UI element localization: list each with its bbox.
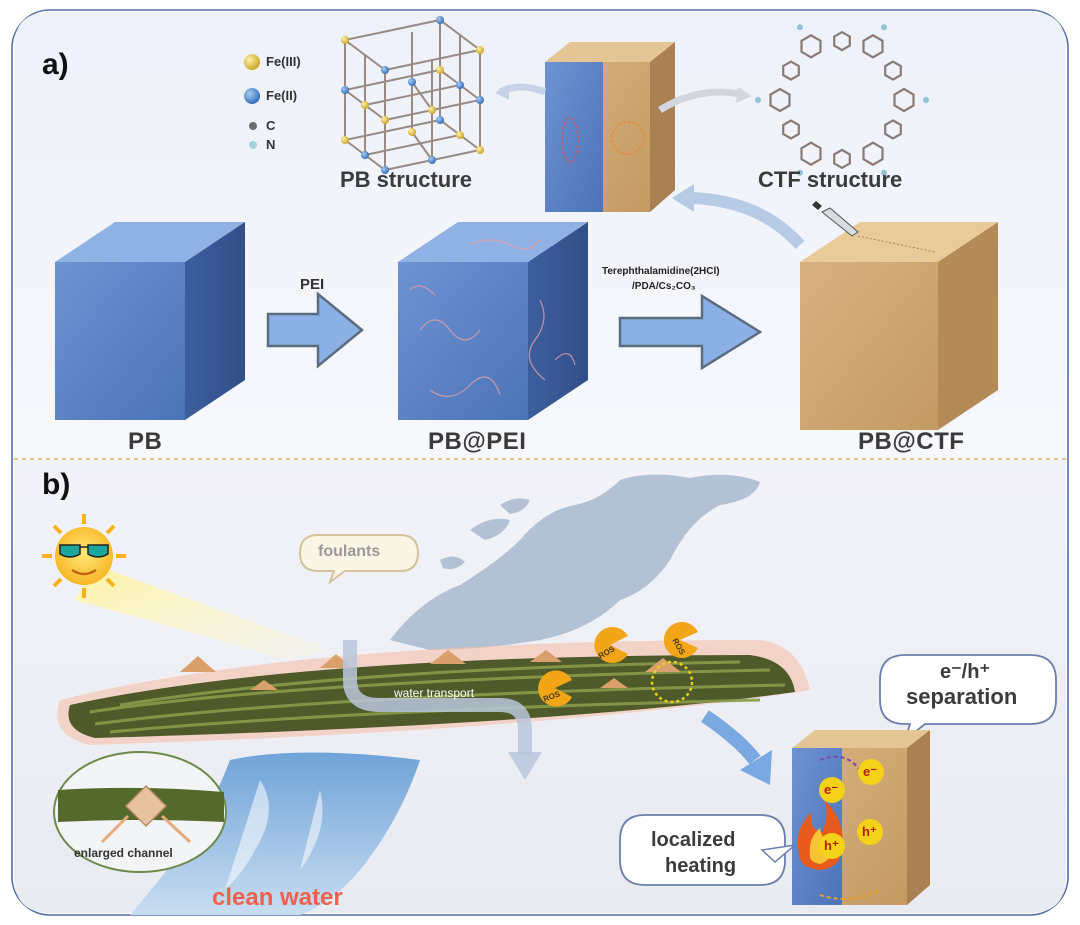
benzene-ring <box>884 60 902 81</box>
pb-ctf-cube <box>800 222 998 430</box>
foulants-label: foulants <box>318 543 381 560</box>
hole-label: h⁺ <box>824 838 839 853</box>
panel-b-label: b) <box>42 468 71 501</box>
triazine-ring <box>862 34 884 59</box>
legend-fe3-label: Fe(III) <box>266 54 301 69</box>
pb-pei-label: PB@PEI <box>428 428 527 455</box>
triazine-ring <box>862 141 884 166</box>
pb-label: PB <box>128 428 163 455</box>
waterfall <box>130 752 420 915</box>
panel-a-label: a) <box>42 48 69 81</box>
carbon-ball-icon <box>249 122 257 130</box>
triazine-ring <box>769 87 791 113</box>
ros-icon <box>594 626 628 663</box>
clean-water-label: clean water <box>212 884 343 911</box>
legend-n-label: N <box>266 137 276 152</box>
separation-label-line1: e⁻/h⁺ <box>940 661 991 683</box>
sun-with-sunglasses-icon <box>42 514 126 598</box>
pei-arrow-label: PEI <box>300 276 325 293</box>
electron-label: e⁻ <box>824 782 839 797</box>
triazine-ring <box>800 34 822 59</box>
ros-icon <box>663 622 698 658</box>
pb-structure-label: PB structure <box>340 167 473 192</box>
pb-ctf-label: PB@CTF <box>858 428 965 455</box>
benzene-ring <box>833 30 851 52</box>
nitrogen-atom <box>797 169 803 176</box>
synthesis-reagents-line2: /PDA/Cs₂CO₃ <box>632 281 696 292</box>
benzene-ring <box>833 148 851 170</box>
legend-fe2-label: Fe(II) <box>266 88 298 103</box>
foulants-bubble <box>298 534 420 585</box>
hole-icon <box>857 819 883 845</box>
ros-icons <box>538 622 698 707</box>
triazine-ring <box>893 87 915 113</box>
legend-swatches <box>244 54 260 149</box>
water-transport-label: water transport <box>394 686 475 700</box>
ctf-structure-label: CTF structure <box>758 167 903 192</box>
ctf-network-structure <box>755 24 929 176</box>
figure-frame <box>11 9 1069 916</box>
heating-label-line2: heating <box>665 855 737 877</box>
pb-lattice-nodes <box>341 16 484 174</box>
knife-icon <box>812 201 859 237</box>
foulant-splash <box>390 474 760 650</box>
synthesis-reagents-line1: Terephthalamidine(2HCl) <box>602 266 720 277</box>
benzene-ring <box>884 119 902 140</box>
separation-label-line2: separation <box>906 684 1018 709</box>
pb-pei-cube <box>398 222 588 420</box>
electron-icon <box>858 759 884 785</box>
hole-icon <box>819 833 845 859</box>
nitrogen-atom <box>881 169 887 176</box>
fe2-ball-icon <box>244 88 260 104</box>
nitrogen-atom <box>923 97 929 103</box>
enlarged-channel-label: enlarged channel <box>74 846 173 860</box>
ros-icon <box>538 670 572 707</box>
arrow-to-ctf-structure <box>658 88 746 113</box>
electron-label: e⁻ <box>863 764 878 779</box>
triazine-ring <box>800 141 822 166</box>
active-site-highlight <box>650 660 694 704</box>
core-shell-cube <box>545 42 675 212</box>
electron-icon <box>819 777 845 803</box>
arrow-from-ctf-cube <box>689 192 805 250</box>
nitrogen-atom <box>797 24 803 31</box>
pei-arrow <box>266 291 364 369</box>
heating-bubble <box>619 814 786 886</box>
zoom-core-shell-cube <box>792 730 930 905</box>
nitrogen-atom <box>755 97 761 103</box>
nitrogen-ball-icon <box>249 141 257 149</box>
fe3-ball-icon <box>244 54 260 70</box>
enlarged-channel-inset <box>53 751 227 873</box>
benzene-ring <box>782 60 800 81</box>
photothermal-membrane <box>57 640 811 745</box>
heating-label-line1: localized <box>651 829 736 851</box>
separation-bubble <box>879 654 1057 743</box>
water-transport-arrow <box>343 640 532 755</box>
nitrogen-atom <box>881 24 887 31</box>
benzene-ring <box>782 119 800 140</box>
arrow-to-zoom-cube <box>701 710 761 765</box>
charge-carriers <box>819 759 884 859</box>
hole-label: h⁺ <box>862 824 877 839</box>
sunlight-beam <box>75 565 330 660</box>
legend-c-label: C <box>266 118 276 133</box>
pb-cube <box>55 222 245 420</box>
ctf-synthesis-arrow <box>618 293 763 371</box>
